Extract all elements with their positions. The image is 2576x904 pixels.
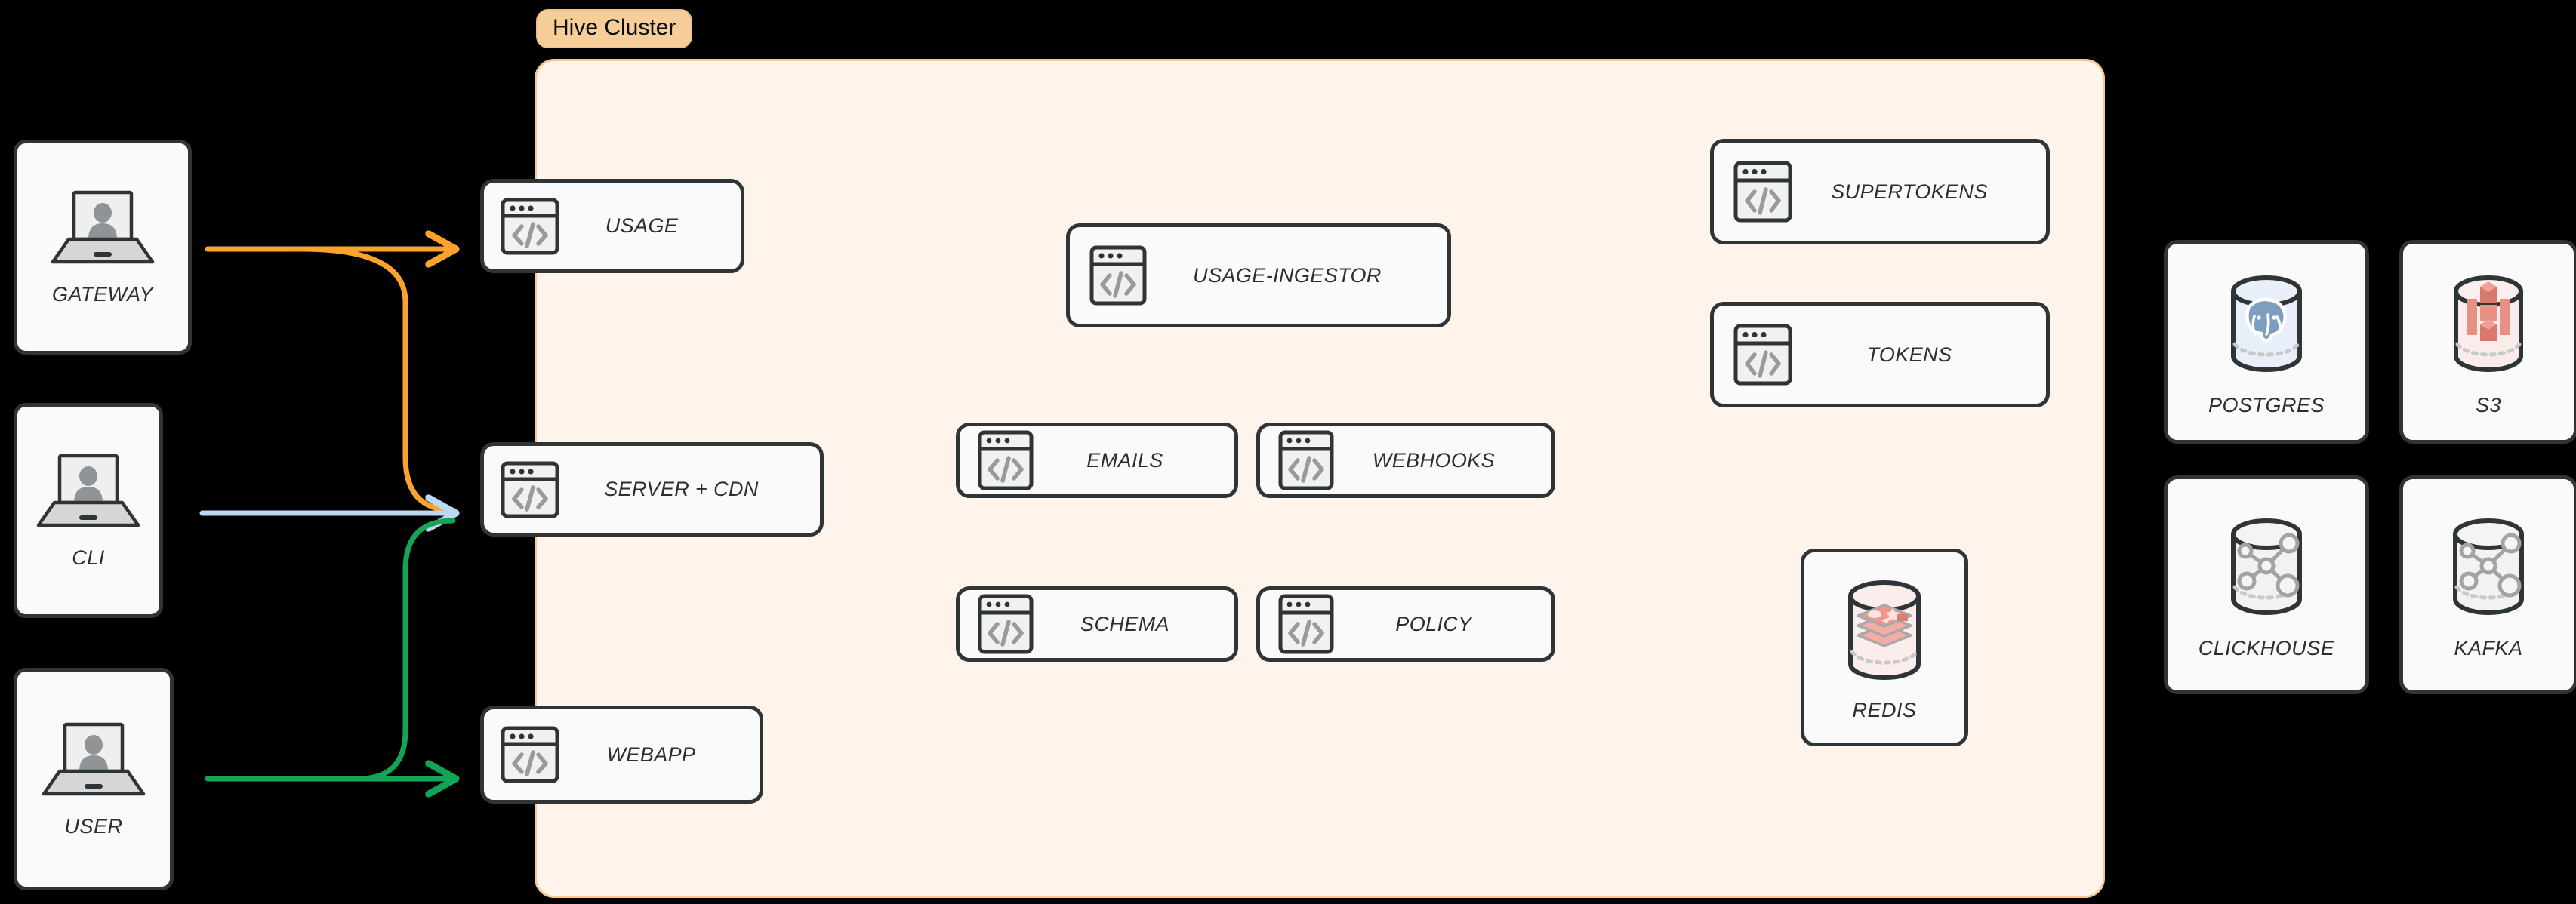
service-label: SUPERTOKENS (1831, 180, 1988, 203)
code-window-icon (1278, 430, 1334, 490)
service-node-schema[interactable]: SCHEMA (956, 586, 1238, 662)
s3-database-icon (2438, 267, 2539, 382)
client-node-user[interactable]: USER (14, 668, 174, 890)
datastore-node-s3[interactable]: S3 (2399, 240, 2576, 444)
datastore-label: POSTGRES (2208, 393, 2325, 417)
code-window-icon (1733, 324, 1792, 386)
code-window-icon (1733, 161, 1792, 223)
datastore-node-kafka[interactable]: KAFKA (2399, 475, 2576, 694)
clickhouse-database-icon (2214, 510, 2319, 625)
service-label: USAGE (605, 214, 679, 237)
postgres-database-icon (2214, 267, 2319, 382)
service-label: TOKENS (1866, 343, 1952, 366)
service-node-emails[interactable]: EMAILS (956, 423, 1238, 498)
client-label: CLI (72, 546, 105, 569)
code-window-icon (1089, 245, 1147, 306)
redis-database-icon (1834, 573, 1935, 687)
service-node-usage-ingestor[interactable]: USAGE-INGESTOR (1066, 223, 1451, 327)
service-node-webhooks[interactable]: WEBHOOKS (1256, 423, 1555, 498)
laptop-user-icon (32, 451, 145, 536)
service-label: SCHEMA (1080, 612, 1169, 635)
datastore-node-postgres[interactable]: POSTGRES (2164, 240, 2369, 444)
datastore-label: KAFKA (2454, 636, 2523, 660)
service-label: POLICY (1395, 612, 1472, 635)
datastore-node-clickhouse[interactable]: CLICKHOUSE (2164, 475, 2369, 694)
hive-cluster-label: Hive Cluster (536, 9, 693, 48)
service-label: USAGE-INGESTOR (1193, 263, 1382, 287)
wire-gateway-to-server-cdn (299, 246, 456, 513)
service-node-tokens[interactable]: TOKENS (1710, 302, 2050, 407)
datastore-node-redis[interactable]: REDIS (1801, 549, 1968, 746)
datastore-label: S3 (2475, 393, 2502, 417)
code-window-icon (978, 594, 1034, 654)
service-label: SERVER + CDN (604, 478, 759, 500)
laptop-user-icon (46, 188, 159, 272)
client-node-gateway[interactable]: GATEWAY (14, 140, 192, 355)
laptop-user-icon (37, 720, 150, 804)
service-label: WEBAPP (606, 743, 696, 766)
code-window-icon (1278, 594, 1334, 654)
client-node-cli[interactable]: CLI (14, 403, 163, 618)
datastore-label: CLICKHOUSE (2198, 636, 2335, 660)
code-window-icon (501, 726, 559, 783)
service-label: EMAILS (1086, 448, 1163, 472)
code-window-icon (501, 198, 559, 255)
code-window-icon (501, 461, 559, 518)
service-node-policy[interactable]: POLICY (1256, 586, 1555, 662)
datastore-label: REDIS (1852, 698, 1917, 721)
client-label: GATEWAY (51, 283, 154, 306)
client-label: USER (64, 815, 123, 838)
kafka-database-icon (2436, 510, 2541, 625)
service-node-usage[interactable]: USAGE (480, 179, 744, 273)
service-label: WEBHOOKS (1372, 448, 1496, 472)
service-node-webapp[interactable]: WEBAPP (480, 706, 763, 804)
wire-user-to-server-cdn (356, 518, 456, 782)
code-window-icon (978, 430, 1034, 490)
service-node-server-cdn[interactable]: SERVER + CDN (480, 442, 824, 537)
service-node-supertokens[interactable]: SUPERTOKENS (1710, 139, 2050, 244)
